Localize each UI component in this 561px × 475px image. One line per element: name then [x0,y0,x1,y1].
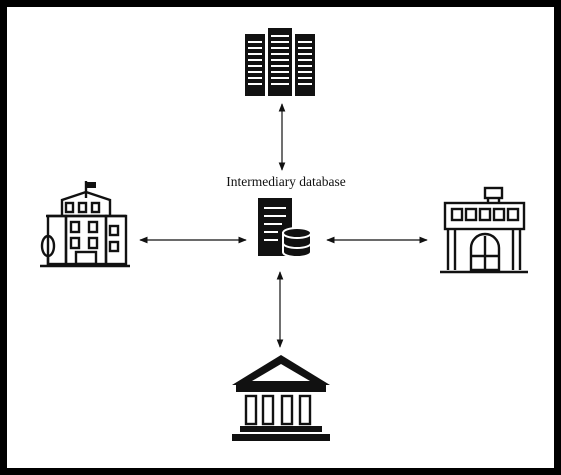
storefront-building-icon [440,186,528,274]
server-rack-icon [245,28,315,96]
database-server-icon [258,198,312,258]
bank-icon [232,355,330,441]
intermediary-database-label: Intermediary database [226,174,346,189]
school-building-icon [40,181,130,268]
